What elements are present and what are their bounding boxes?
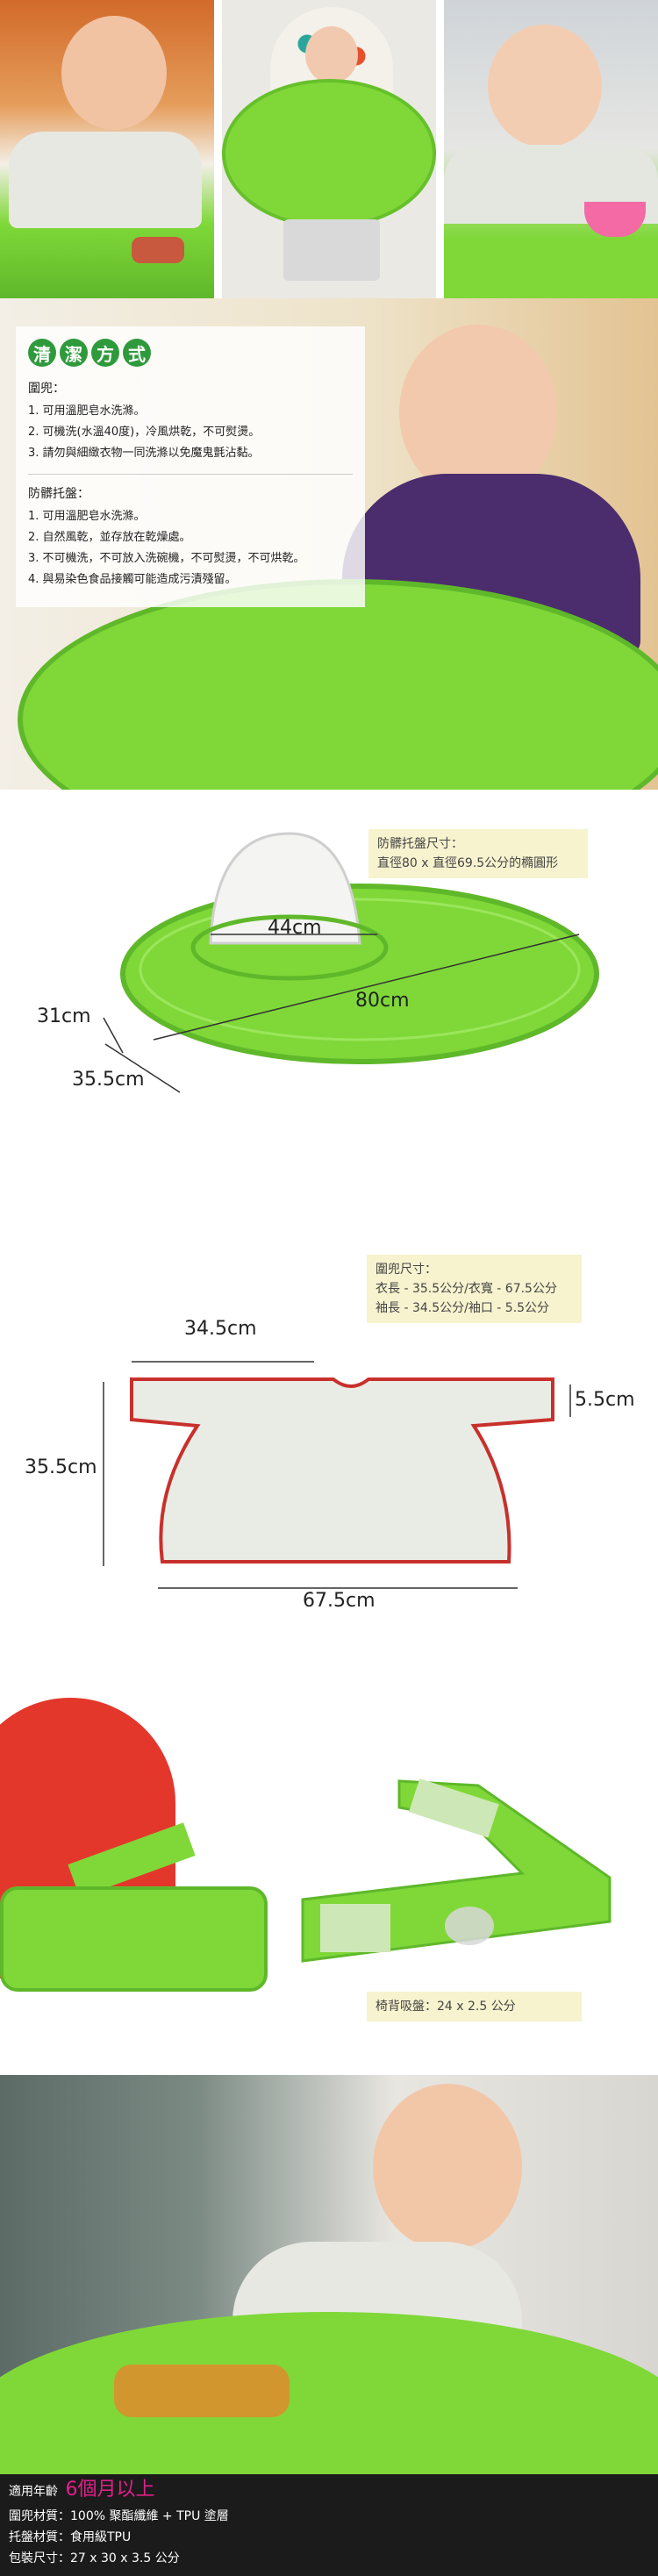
bib-dim-cuff: 5.5cm: [575, 1389, 635, 1411]
food-pieces: [132, 237, 184, 263]
suction-size-label: 椅背吸盤：24 x 2.5 公分: [367, 1992, 582, 2021]
baby-head: [488, 25, 602, 147]
package-size: 包裝尺寸：27 x 30 x 3.5 公分: [9, 2551, 180, 2565]
dim-line-width: [153, 934, 580, 1041]
bib-dim-sleeve: 34.5cm: [184, 1318, 257, 1340]
baby-head: [399, 325, 557, 500]
bib-care-item: 2. 可機洗(水溫40度)，冷風烘乾，不可熨燙。: [28, 426, 261, 439]
age-label: 適用年齡: [9, 2485, 58, 2499]
mat-size-label: 防髒托盤尺寸： 直徑80 x 直徑69.5公分的橢圓形: [368, 829, 588, 878]
photo-baby-orange-chair: [0, 0, 214, 298]
suction-strap-diagram: [301, 1778, 612, 1963]
bib-shape: [130, 1377, 554, 1563]
age-value: 6個月以上: [65, 2479, 155, 2501]
bib-size-label: 圍兜尺寸： 衣長 - 35.5公分/衣寬 - 67.5公分 袖長 - 34.5公…: [367, 1255, 582, 1323]
mat-care-heading: 防髒托盤：: [28, 487, 89, 501]
specs-panel: 適用年齡 6個月以上 圍兜材質：100% 聚酯纖維 + TPU 塗層 托盤材質：…: [0, 2474, 658, 2576]
chair-insert: [209, 832, 361, 945]
age-row: 適用年齡 6個月以上: [9, 2479, 154, 2502]
mat-size-label-title: 防髒托盤尺寸：: [377, 837, 463, 851]
mat-cutout: [190, 914, 389, 981]
mat-care-item: 1. 可用溫肥皂水洗滌。: [28, 510, 146, 523]
bib-care-heading: 圍兜：: [28, 382, 65, 396]
suction-cup-icon: [445, 1907, 494, 1945]
cleaning-card: 清 潔 方 式 圍兜： 1. 可用溫肥皂水洗滌。 2. 可機洗(水溫40度)，冷…: [16, 326, 365, 607]
baby-head: [305, 26, 358, 83]
mat-shape: [120, 884, 599, 1064]
mat-material: 托盤材質：食用級TPU: [9, 2530, 132, 2544]
mat-size-label-detail: 直徑80 x 直徑69.5公分的橢圓形: [377, 856, 559, 870]
title-char: 清: [28, 339, 56, 367]
divider: [28, 474, 353, 475]
velcro-patch: [320, 1904, 390, 1952]
title-char: 式: [123, 339, 151, 367]
baby-head: [61, 16, 167, 130]
mat-care-item: 2. 自然風乾，並存放在乾燥處。: [28, 531, 191, 544]
mat-care-list: 1. 可用溫肥皂水洗滌。 2. 自然風乾，並存放在乾燥處。 3. 不可機洗，不可…: [28, 506, 305, 590]
cleaning-title: 清 潔 方 式: [28, 339, 151, 367]
bib-care-item: 1. 可用溫肥皂水洗滌。: [28, 404, 146, 418]
mat-inner-rim: [139, 898, 581, 1041]
mat-dim-side: 35.5cm: [72, 1069, 145, 1091]
bib-size-label-sleeve-cuff: 袖長 - 34.5公分/袖口 - 5.5公分: [375, 1301, 550, 1315]
food-scraps: [114, 2365, 290, 2417]
bib-diagram: [103, 1361, 571, 1589]
photo-red-chair-mat: [0, 1685, 272, 2062]
bib-material: 圍兜材質：100% 聚酯纖維 + TPU 塗層: [9, 2509, 229, 2523]
mat-care-item: 3. 不可機洗，不可放入洗碗機，不可熨燙，不可烘乾。: [28, 552, 305, 565]
velcro-patch: [409, 1778, 499, 1838]
food-bowl: [584, 202, 646, 237]
green-mat: [0, 2312, 658, 2479]
chair-base: [283, 219, 380, 281]
bib-dim-length: 35.5cm: [25, 1456, 97, 1478]
bib-dim-width: 67.5cm: [303, 1590, 375, 1612]
title-char: 潔: [60, 339, 88, 367]
green-mat: [18, 579, 658, 790]
mat-dim-inner: 44cm: [268, 917, 322, 939]
mat-care-item: 4. 與易染色食品接觸可能造成污漬殘留。: [28, 573, 237, 586]
baby-head: [373, 2084, 522, 2250]
green-tray: [0, 1886, 268, 1992]
mat-diagram: [103, 832, 599, 1093]
bib-care-list: 1. 可用溫肥皂水洗滌。 2. 可機洗(水溫40度)，冷風烘乾，不可熨燙。 3.…: [28, 401, 260, 464]
dim-line-side: [104, 1043, 181, 1093]
bib-size-label-title: 圍兜尺寸：: [375, 1263, 437, 1277]
dim-line-depth: [103, 1017, 124, 1054]
mat-dim-width: 80cm: [355, 990, 410, 1012]
mat-dim-depth: 31cm: [37, 1005, 91, 1027]
photo-baby-eating: [0, 2075, 658, 2479]
photo-baby-smiling: [444, 0, 658, 298]
title-char: 方: [91, 339, 119, 367]
green-mat: [222, 79, 436, 228]
baby-bib: [9, 132, 202, 228]
bib-care-item: 3. 請勿與細緻衣物一同洗滌以免魔鬼氈沾黏。: [28, 447, 260, 460]
photo-baby-polka-chair: [222, 0, 436, 298]
bib-size-label-length-width: 衣長 - 35.5公分/衣寬 - 67.5公分: [375, 1282, 557, 1296]
